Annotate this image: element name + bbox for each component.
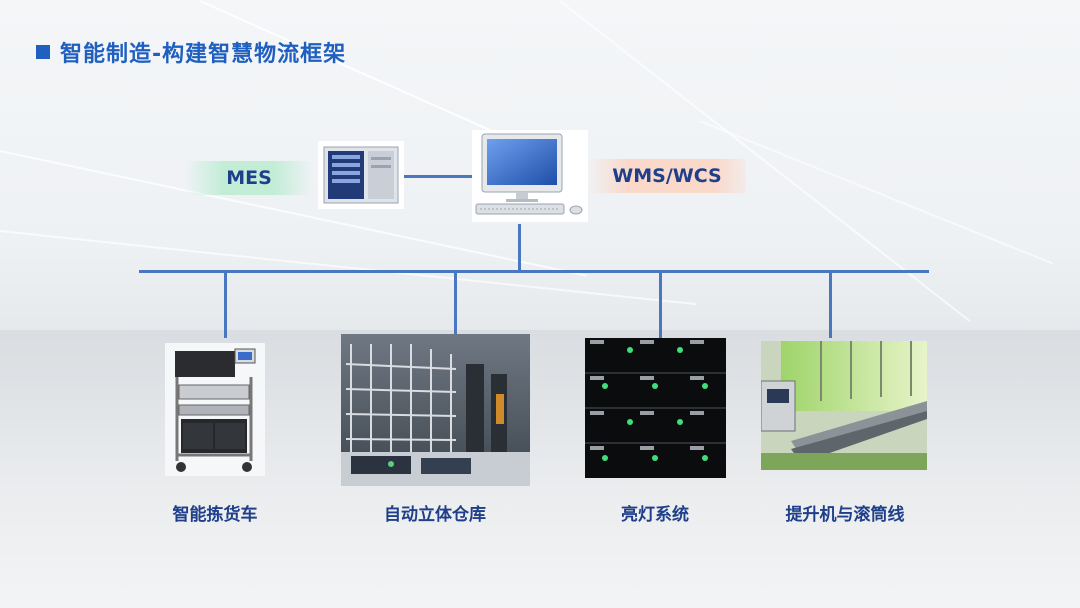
label-conveyor-line: 提升机与滚筒线 <box>785 505 905 525</box>
computer-bus-connector <box>518 224 521 270</box>
title-text: 智能制造-构建智慧物流框架 <box>60 42 347 67</box>
picking-cart-photo <box>165 343 265 476</box>
slide-title: 智能制造-构建智慧物流框架 <box>36 36 346 68</box>
server-computer-connector <box>404 175 472 178</box>
light-streak <box>699 120 1053 265</box>
horizontal-bus-line <box>139 270 929 273</box>
computer-icon <box>472 130 588 222</box>
wms-wcs-tag: WMS/WCS <box>588 159 746 193</box>
label-picking-cart: 智能拣货车 <box>172 505 258 525</box>
drop-line-4 <box>829 272 832 338</box>
light-streak <box>0 230 697 306</box>
mes-tag: MES <box>185 161 313 195</box>
automated-warehouse-photo <box>341 334 530 486</box>
pick-to-light-photo <box>585 338 726 478</box>
drop-line-3 <box>659 272 662 338</box>
label-pick-to-light: 亮灯系统 <box>621 505 689 525</box>
label-automated-warehouse: 自动立体仓库 <box>384 505 486 525</box>
conveyor-line-photo <box>761 341 927 470</box>
drop-line-1 <box>224 272 227 338</box>
drop-line-2 <box>454 272 457 334</box>
title-bullet-icon <box>36 45 50 59</box>
server-icon <box>318 141 404 209</box>
